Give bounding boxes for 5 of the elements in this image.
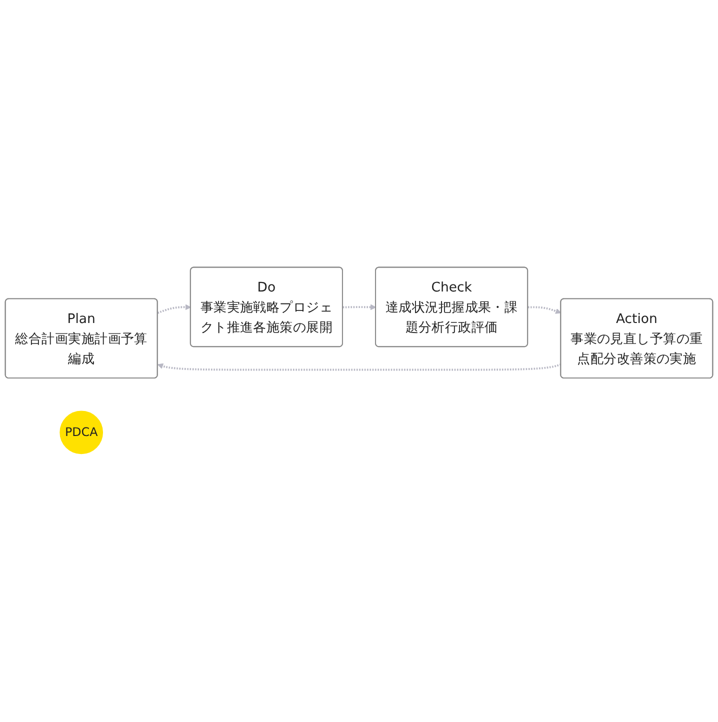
arrow [157,304,192,314]
arrow [157,364,562,372]
node-circle: PDCA [60,411,104,455]
arrow [342,304,376,311]
arrow [528,306,562,314]
